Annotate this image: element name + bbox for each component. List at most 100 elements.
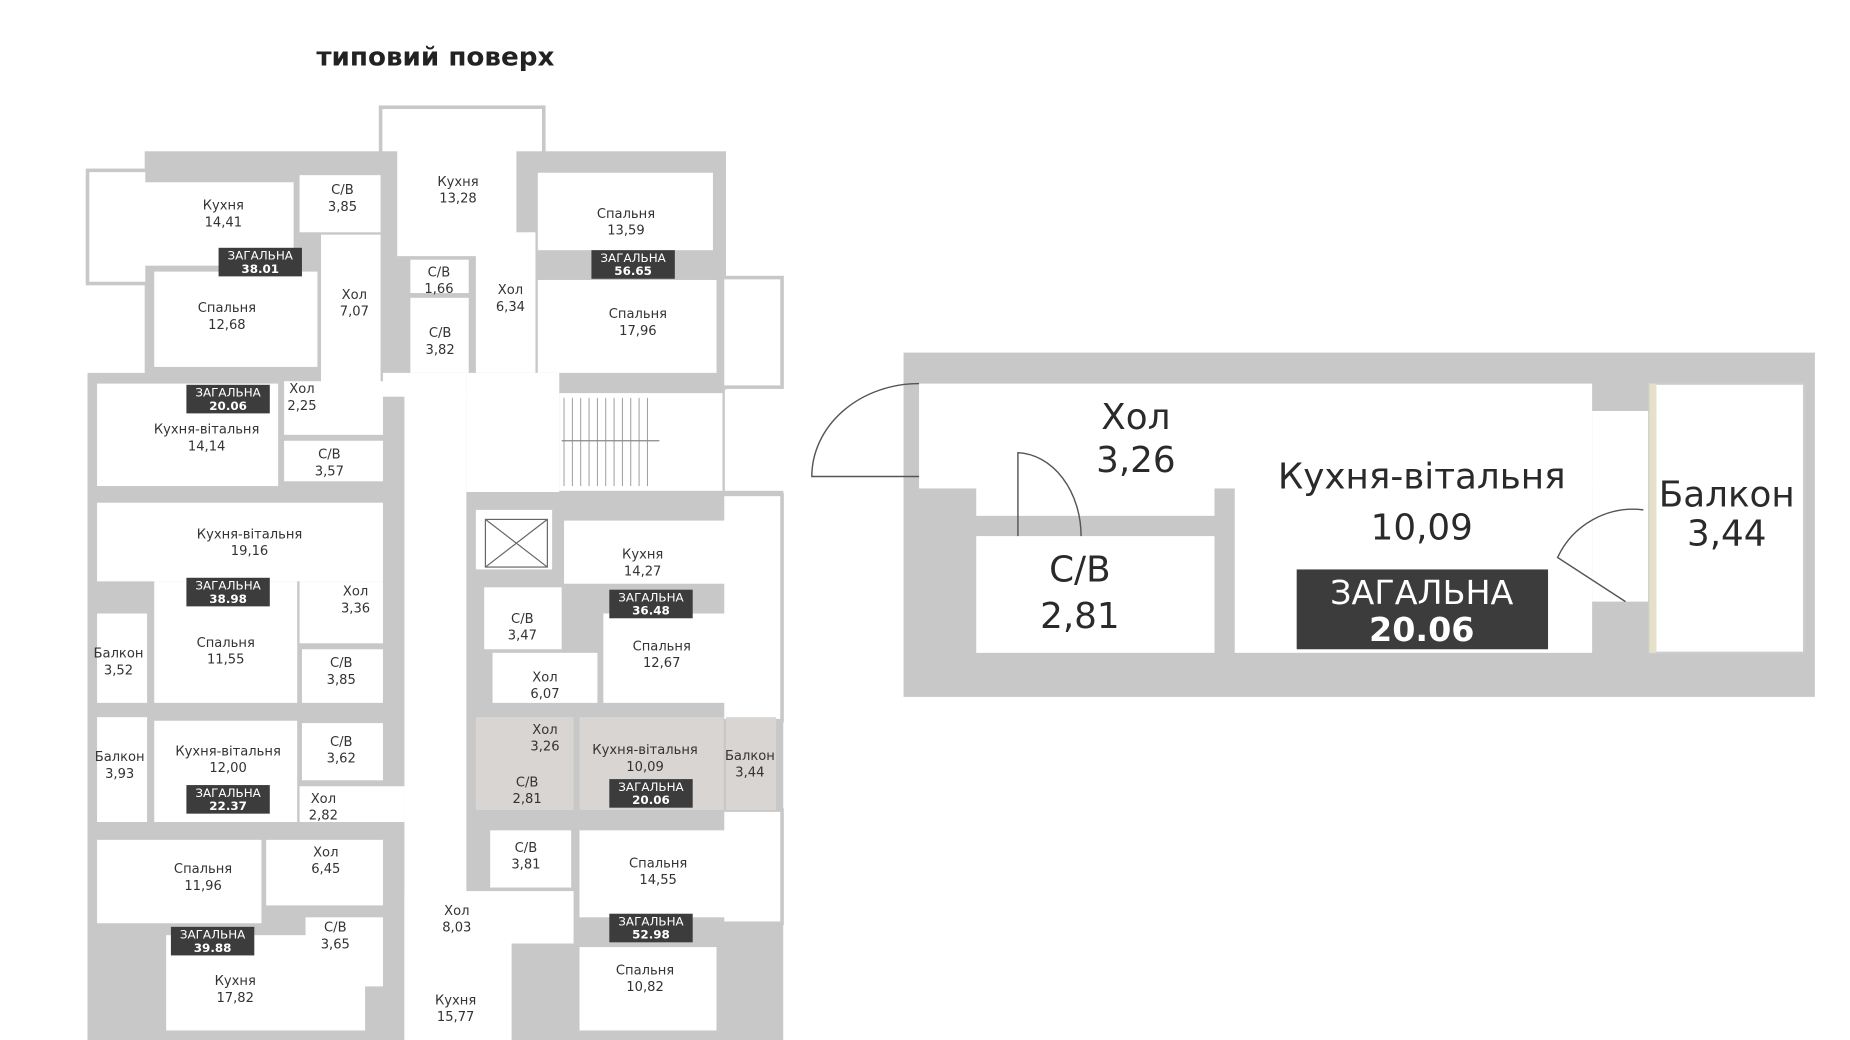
room-name: Балкон	[725, 749, 775, 764]
room-label: Спальня 11,55	[197, 636, 255, 668]
room-area	[579, 947, 717, 1031]
room-area	[564, 520, 779, 584]
room-area-value: 2,81	[513, 792, 542, 807]
room-area-value: 10,09	[1371, 508, 1473, 549]
room-area	[97, 839, 262, 924]
total-value: 52.98	[632, 928, 670, 942]
room-label: С/В2,81	[513, 775, 542, 807]
room-area	[299, 786, 405, 822]
room-name: Кухня	[435, 993, 476, 1008]
room-area	[301, 649, 383, 703]
highlighted-balcony[interactable]	[726, 717, 777, 811]
balcony-rail	[1649, 383, 1657, 653]
page-title: типовий поверх	[316, 43, 554, 73]
bathroom-door-icon[interactable]	[1017, 451, 1082, 537]
room-name: Спальня	[629, 856, 687, 871]
room-area	[97, 613, 148, 703]
balcony-door-icon[interactable]	[1556, 508, 1644, 603]
room-name: Хол	[1101, 397, 1170, 438]
total-value: 20.06	[632, 793, 670, 807]
room-name: Кухня-вітальня	[1278, 456, 1566, 497]
room-name: С/В	[511, 612, 534, 627]
room-area-value: 3,26	[1096, 440, 1176, 481]
total-value: 39.88	[194, 941, 232, 955]
room-area	[299, 175, 381, 233]
room-area	[97, 717, 148, 822]
room-area	[484, 587, 562, 650]
room-area-value: 3,57	[315, 464, 344, 479]
room-area-value: 10,82	[626, 980, 664, 995]
entrance-door-icon[interactable]	[811, 382, 920, 478]
room-area	[492, 652, 598, 703]
room-name: Спальня	[597, 207, 655, 222]
room-area-value: 2,82	[309, 809, 338, 824]
room-name: Хол	[498, 283, 523, 298]
room-area-value: 3,82	[426, 343, 455, 358]
room-area-value: 14,41	[205, 215, 243, 230]
room-name: Кухня	[622, 548, 663, 563]
room-area-value: 14,14	[188, 439, 226, 454]
room-name: С/В	[331, 183, 354, 198]
room-label: Кухня 15,77	[435, 993, 476, 1025]
room-area	[266, 839, 383, 906]
room-name: С/В	[1049, 549, 1110, 590]
room-name: Спальня	[616, 963, 674, 978]
room-name: Кухня-вітальня	[154, 423, 259, 438]
room-area-value: 2,25	[287, 399, 316, 414]
room-area-value: 13,28	[439, 192, 476, 207]
room-area-value: 3,26	[530, 740, 559, 755]
room-area-value: 17,82	[216, 991, 254, 1006]
room-label: С/В3,62	[327, 735, 356, 767]
room-area-value: 14,55	[639, 873, 677, 888]
room-area-value: 2,81	[1040, 596, 1120, 637]
room-label: С/В3,81	[511, 841, 540, 873]
room-area-value: 15,77	[437, 1010, 475, 1025]
room-name: Балкон	[1659, 474, 1795, 515]
room-area	[603, 613, 779, 703]
room-name: С/В	[330, 656, 353, 671]
room-area-value: 13,59	[607, 224, 645, 239]
room-area-value: 3,47	[508, 629, 537, 644]
room-area-value: 6,45	[311, 862, 340, 877]
typical-floor-plan: Кухня14,41С/В3,85Кухня13,28Спальня13,59С…	[85, 105, 784, 1040]
room-area-value: 3,44	[735, 766, 764, 781]
room-area	[284, 381, 383, 435]
room-area-value: 19,16	[231, 544, 268, 559]
room-name: С/В	[429, 326, 452, 341]
room-name: Хол	[289, 382, 314, 397]
total-label: ЗАГАЛЬНА	[618, 780, 684, 794]
room-label: Хол 2,25	[287, 382, 316, 414]
apartment-detail-plan: Хол3,26С/В2,81Кухня-вітальня10,09Балкон3…	[811, 352, 1815, 697]
room-name: Спальня	[174, 862, 232, 877]
room-name: Спальня	[197, 636, 255, 651]
room-area-value: 11,55	[207, 653, 245, 668]
room-label: Спальня 10,82	[616, 963, 674, 995]
